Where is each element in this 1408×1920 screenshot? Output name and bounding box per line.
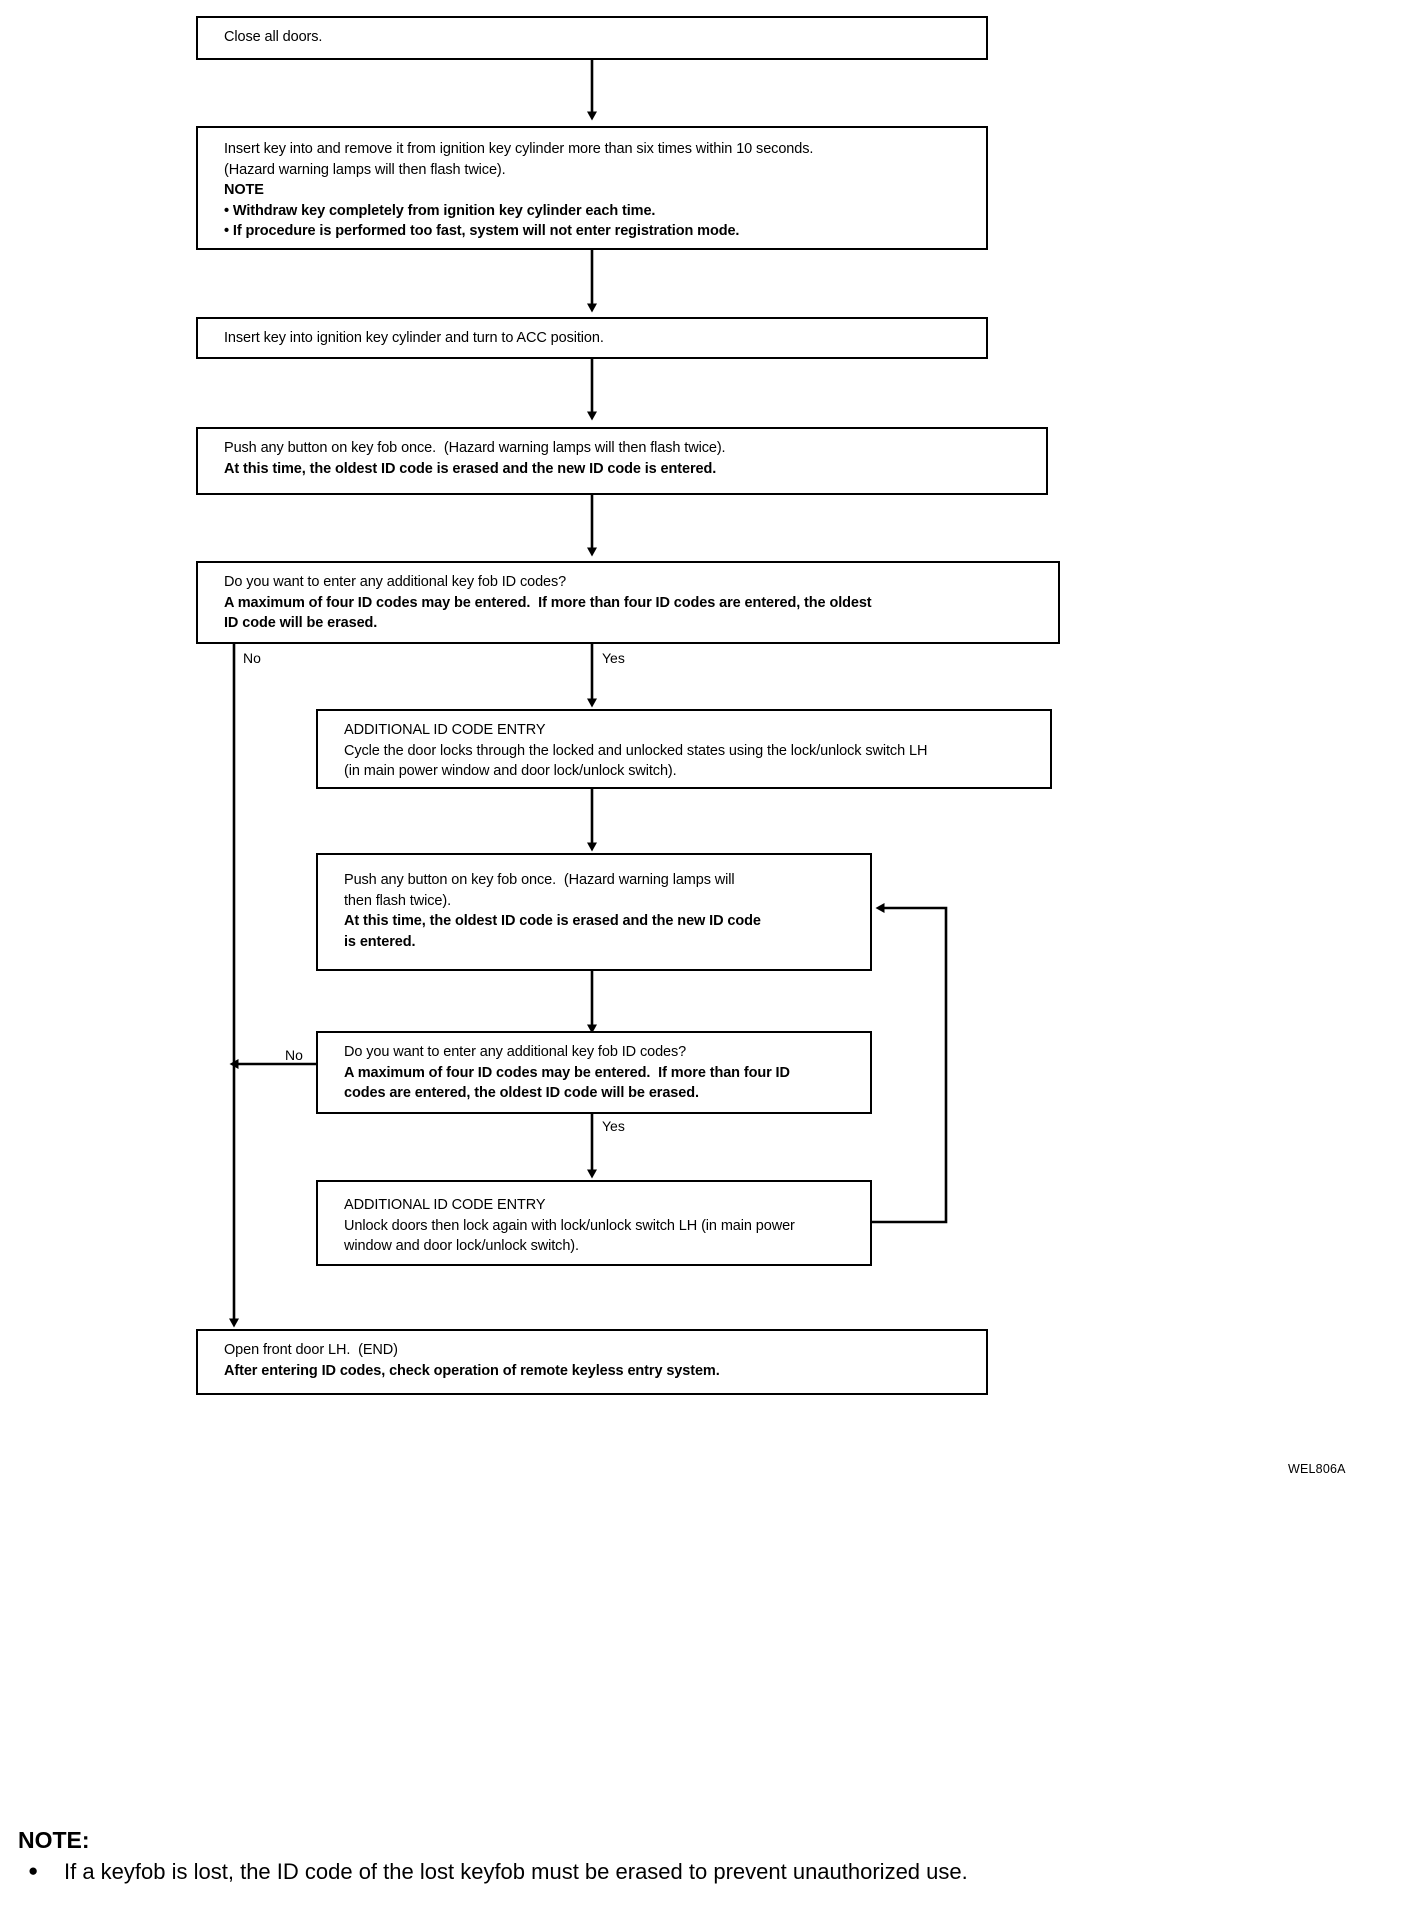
node-line-bullet: • If procedure is performed too fast, sy… xyxy=(224,223,740,240)
node-line: then flash twice). xyxy=(344,892,451,909)
node-additional-id-code-entry-second: ADDITIONAL ID CODE ENTRY Unlock doors th… xyxy=(316,1180,872,1266)
node-line: Push any button on key fob once. (Hazard… xyxy=(344,872,735,888)
bullet-icon: ● xyxy=(28,1861,39,1881)
node-line: ID code will be erased. xyxy=(224,615,378,632)
node-line: (Hazard warning lamps will then flash tw… xyxy=(224,161,506,178)
node-push-button-once-second: Push any button on key fob once. (Hazard… xyxy=(316,853,872,971)
node-line: Cycle the door locks through the locked … xyxy=(344,742,928,759)
node-line-heading: ADDITIONAL ID CODE ENTRY xyxy=(344,722,546,738)
node-line: Close all doors. xyxy=(224,29,323,45)
node-line: (in main power window and door lock/unlo… xyxy=(344,763,677,780)
node-decision-additional-codes-first: Do you want to enter any additional key … xyxy=(196,561,1060,644)
branch-label-decision-1-yes: Yes xyxy=(602,650,625,666)
node-line: codes are entered, the oldest ID code wi… xyxy=(344,1085,699,1102)
node-insert-remove-key: Insert key into and remove it from ignit… xyxy=(196,126,988,250)
node-end-open-front-door: Open front door LH. (END) After entering… xyxy=(196,1329,988,1395)
branch-label-decision-2-no: No xyxy=(285,1047,303,1063)
node-line: Open front door LH. (END) xyxy=(224,1342,398,1358)
node-line: A maximum of four ID codes may be entere… xyxy=(224,594,872,611)
figure-code: WEL806A xyxy=(1288,1462,1346,1476)
node-line: At this time, the oldest ID code is eras… xyxy=(224,460,717,477)
node-line-heading: ADDITIONAL ID CODE ENTRY xyxy=(344,1197,546,1213)
node-line: Do you want to enter any additional key … xyxy=(224,574,567,590)
footer-note-item: ● If a keyfob is lost, the ID code of th… xyxy=(18,1860,1388,1885)
node-close-all-doors: Close all doors. xyxy=(196,16,988,60)
node-line: Do you want to enter any additional key … xyxy=(344,1044,687,1060)
node-additional-id-code-entry-first: ADDITIONAL ID CODE ENTRY Cycle the door … xyxy=(316,709,1052,789)
node-line: Push any button on key fob once. (Hazard… xyxy=(224,440,726,456)
node-turn-to-acc: Insert key into ignition key cylinder an… xyxy=(196,317,988,359)
footer-note: NOTE: ● If a keyfob is lost, the ID code… xyxy=(18,1828,1388,1885)
branch-label-decision-1-no: No xyxy=(243,650,261,666)
node-line-note-heading: NOTE xyxy=(224,182,264,199)
footer-note-item-text: If a keyfob is lost, the ID code of the … xyxy=(64,1859,968,1885)
footer-note-title: NOTE: xyxy=(18,1827,90,1853)
node-line: window and door lock/unlock switch). xyxy=(344,1238,579,1255)
node-line: Insert key into ignition key cylinder an… xyxy=(224,330,604,346)
node-line: At this time, the oldest ID code is eras… xyxy=(344,913,761,930)
node-line: Unlock doors then lock again with lock/u… xyxy=(344,1217,795,1234)
node-line: Insert key into and remove it from ignit… xyxy=(224,141,814,157)
branch-label-decision-2-yes: Yes xyxy=(602,1118,625,1134)
node-decision-additional-codes-second: Do you want to enter any additional key … xyxy=(316,1031,872,1114)
node-line: A maximum of four ID codes may be entere… xyxy=(344,1064,790,1081)
node-line-bullet: • Withdraw key completely from ignition … xyxy=(224,202,656,219)
node-push-button-once-first: Push any button on key fob once. (Hazard… xyxy=(196,427,1048,495)
node-line: is entered. xyxy=(344,933,416,950)
node-line: After entering ID codes, check operation… xyxy=(224,1362,720,1379)
